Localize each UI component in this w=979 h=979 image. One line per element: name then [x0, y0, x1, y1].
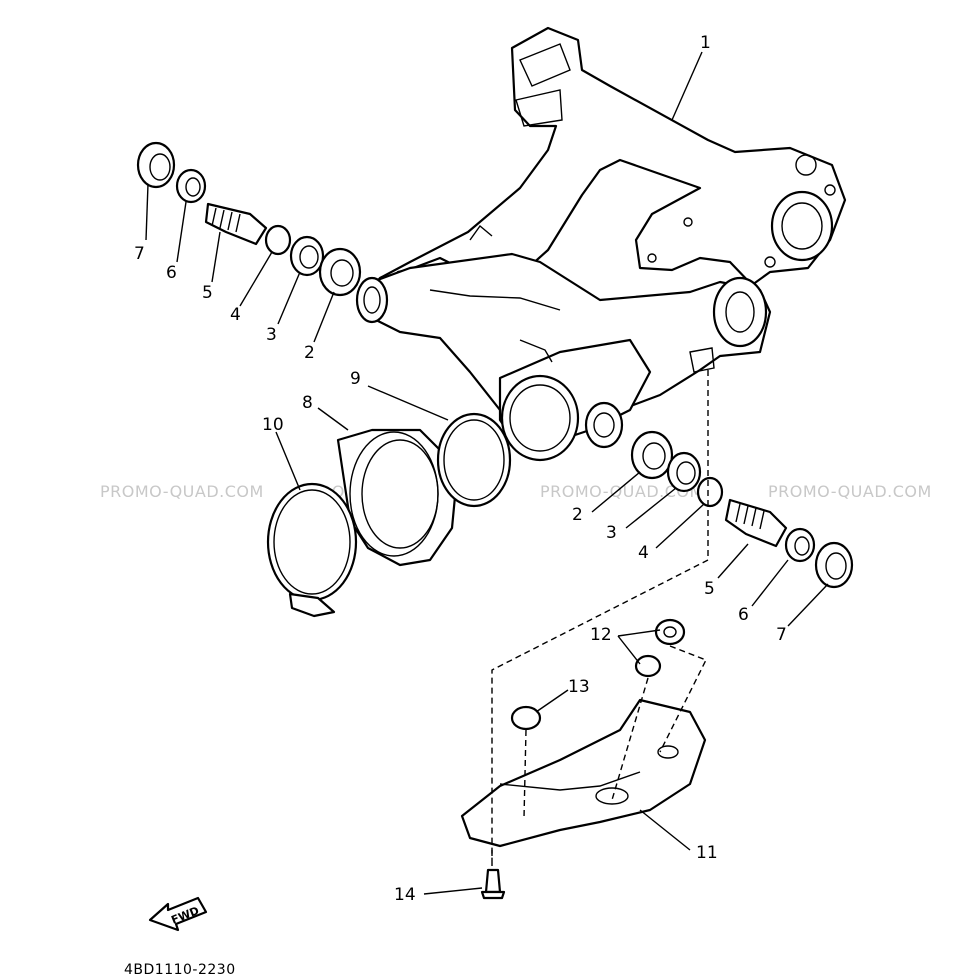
callout-4-left: 4 [230, 305, 241, 325]
callout-2-left: 2 [304, 343, 315, 363]
callout-10: 10 [262, 415, 284, 435]
callout-14: 14 [394, 885, 416, 905]
watermark-4: PROMO-QUAD.COM [768, 482, 932, 501]
callout-2-right: 2 [572, 505, 583, 525]
callout-4-right: 4 [638, 543, 649, 563]
part-code: 4BD1110-2230 [124, 962, 236, 978]
watermark-1: PROMO-QUAD.COM [100, 482, 264, 501]
watermark-row: PROMO-QUAD.COM PROMO-QUAD.COM PROMO-QUAD… [100, 482, 932, 501]
chain-guard-group [460, 618, 707, 900]
callout-8: 8 [302, 393, 313, 413]
boot-and-clamps [266, 412, 512, 618]
watermark-3: PROMO-QUAD.COM [540, 482, 704, 501]
fwd-arrow: FWD [148, 896, 208, 932]
callout-5-left: 5 [202, 283, 213, 303]
callout-6-left: 6 [166, 263, 177, 283]
callout-3-left: 3 [266, 325, 277, 345]
callout-3-right: 3 [606, 523, 617, 543]
right-bearing-stack [630, 430, 854, 589]
callout-numbers: 1 7 6 5 4 3 2 9 8 10 2 3 4 5 6 7 12 13 1… [134, 33, 787, 905]
left-bearing-stack [136, 141, 362, 297]
callout-7-left: 7 [134, 244, 145, 264]
callout-6-right: 6 [738, 605, 749, 625]
swing-arm [355, 26, 847, 462]
callout-11: 11 [696, 843, 718, 863]
callout-5-right: 5 [704, 579, 715, 599]
callout-1: 1 [700, 33, 711, 53]
leader-lines [145, 51, 829, 895]
callout-7-right: 7 [776, 625, 787, 645]
callout-9: 9 [350, 369, 361, 389]
callout-13: 13 [568, 677, 590, 697]
callout-12: 12 [590, 625, 612, 645]
